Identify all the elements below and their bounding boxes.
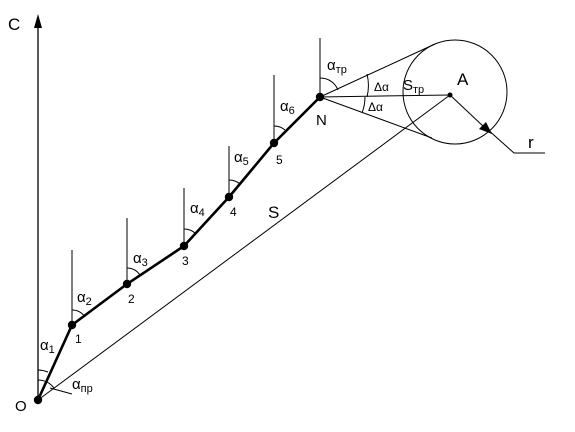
line-n-a <box>319 94 451 98</box>
station-label-5: 5 <box>276 153 283 167</box>
angle-3-base: α <box>133 250 142 267</box>
line-s <box>37 94 451 401</box>
angle-3-sub: 3 <box>142 257 148 269</box>
angle-label-alpha-tr: αтр <box>327 57 347 76</box>
axis-c-arrow <box>34 14 42 28</box>
target-label: A <box>457 70 469 89</box>
angle-label-alpha-6: α6 <box>280 98 295 117</box>
arc-alpha-1 <box>37 369 49 373</box>
delta-alpha-upper-label: Δα <box>374 80 389 94</box>
tangent-lower <box>319 96 433 139</box>
angle-6-base: α <box>280 98 289 115</box>
angle-5-sub: 5 <box>243 156 249 168</box>
arc-alpha-3 <box>126 267 141 276</box>
point-o <box>33 395 43 405</box>
radius-leader <box>485 127 545 154</box>
station-label-3: 3 <box>182 254 189 268</box>
arc-alpha-5 <box>228 179 241 185</box>
angle-2-sub: 2 <box>86 296 92 308</box>
alpha-pr-sub: пр <box>81 383 93 395</box>
target-circle <box>402 39 508 145</box>
angle-2-base: α <box>77 289 86 306</box>
point-5 <box>269 138 279 148</box>
angle-4-sub: 4 <box>199 207 205 219</box>
station-label-4: 4 <box>230 205 237 219</box>
point-3 <box>179 241 189 251</box>
radius-line <box>449 94 485 128</box>
s-tr-base: S <box>403 77 413 94</box>
arc-alpha-tr <box>319 77 339 91</box>
reference-verticals <box>71 38 321 325</box>
target-lines <box>319 43 451 139</box>
radius-label: r <box>528 133 534 152</box>
angle-label-alpha-1: α1 <box>40 337 55 356</box>
point-1 <box>67 320 77 330</box>
arc-alpha-4 <box>183 228 196 234</box>
alpha-pr-leader <box>49 387 73 395</box>
angle-label-alpha-4: α4 <box>190 200 205 219</box>
station-label-2: 2 <box>128 292 135 306</box>
arc-delta-upper <box>366 73 369 98</box>
angle-1-sub: 1 <box>49 344 55 356</box>
station-points <box>33 92 325 405</box>
delta-alpha-lower-label: Δα <box>368 100 383 114</box>
axis-c-label: C <box>8 15 20 34</box>
arc-delta-lower <box>361 96 366 114</box>
angle-4-base: α <box>190 200 199 217</box>
station-label-1: 1 <box>75 332 82 346</box>
origin-label: O <box>15 398 27 415</box>
tangent-upper <box>319 43 436 98</box>
point-2 <box>122 279 132 289</box>
alpha-tr-sub: тр <box>336 64 347 76</box>
angle-label-alpha-5: α5 <box>234 149 249 168</box>
point-4 <box>224 192 234 202</box>
point-n <box>315 92 325 102</box>
s-tr-sub: тр <box>413 84 424 96</box>
angle-5-base: α <box>234 149 243 166</box>
angle-6-sub: 6 <box>289 105 295 117</box>
angle-1-base: α <box>40 337 49 354</box>
alpha-tr-base: α <box>327 57 336 74</box>
distance-label: S <box>268 203 279 222</box>
angle-label-alpha-pr: αпр <box>72 376 93 395</box>
s-tr-label: Sтр <box>403 77 424 96</box>
alpha-pr-base: α <box>72 376 81 393</box>
angle-label-alpha-2: α2 <box>77 289 92 308</box>
arc-alpha-6 <box>273 125 286 131</box>
angle-label-alpha-3: α3 <box>133 250 148 269</box>
end-point-label: N <box>316 112 327 129</box>
